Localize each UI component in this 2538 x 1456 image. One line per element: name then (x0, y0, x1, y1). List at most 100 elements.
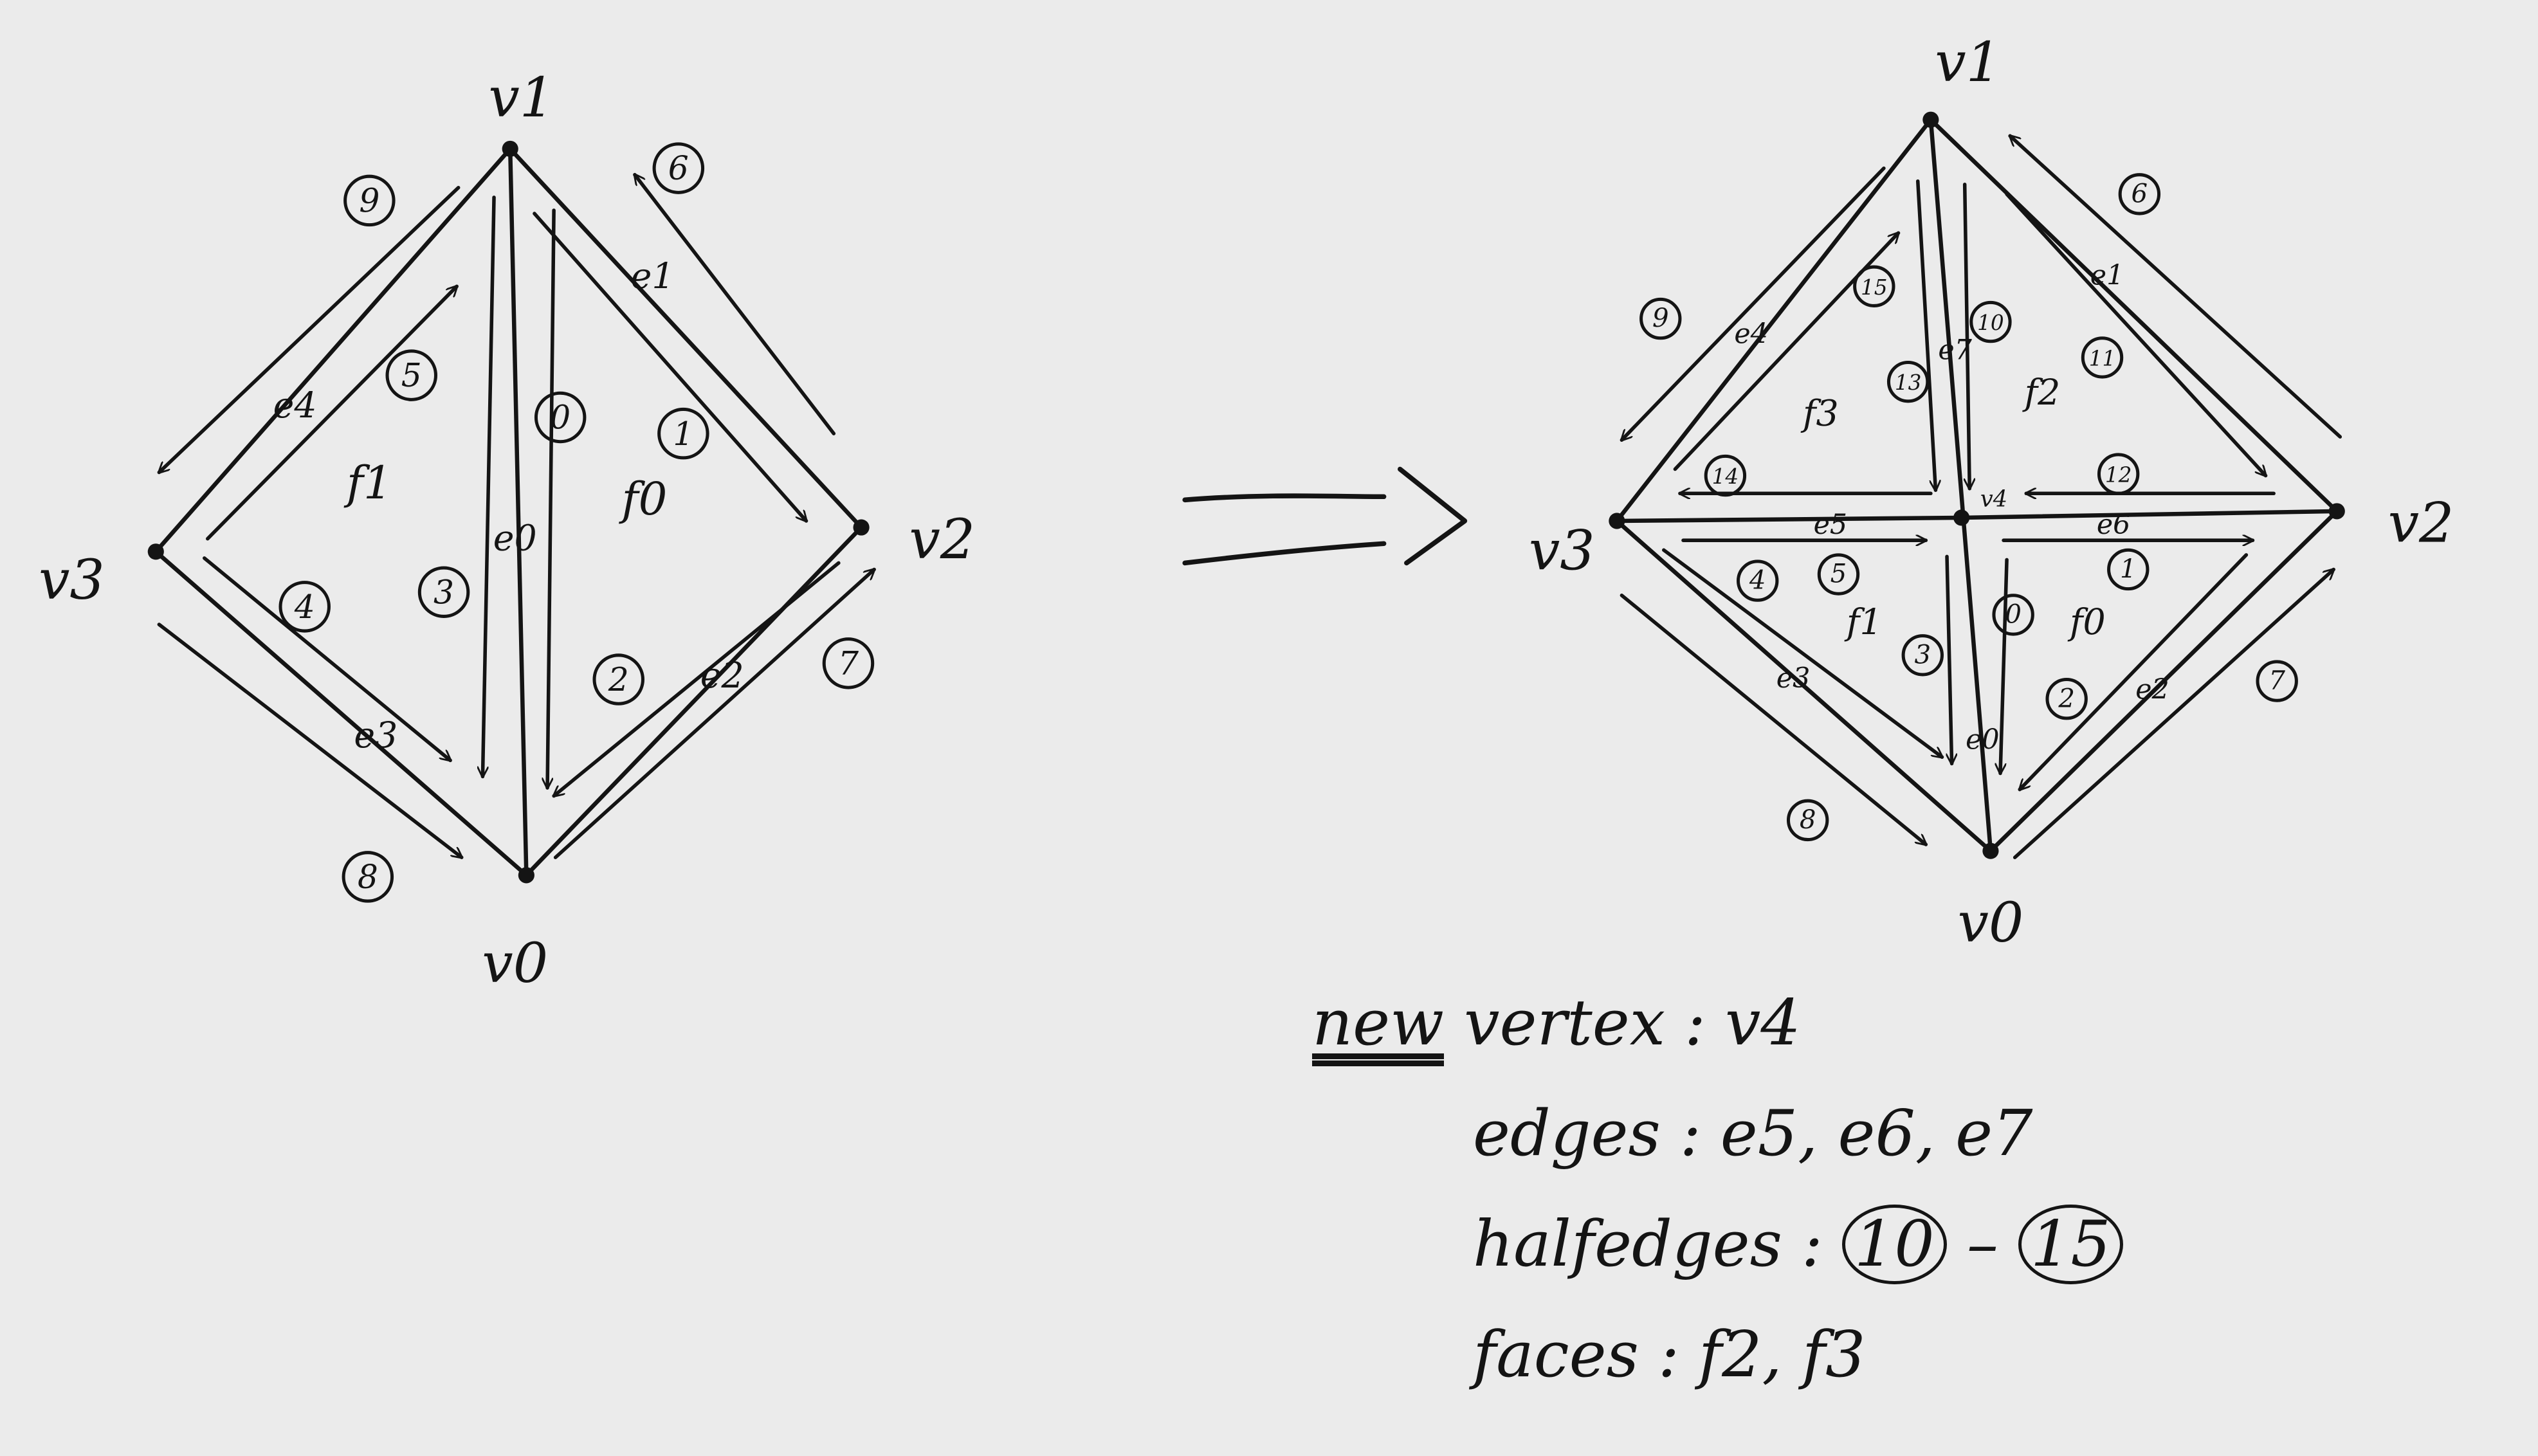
halfedge-number: 7 (2269, 666, 2285, 696)
vertex-dot (502, 140, 518, 158)
halfedge-number: 12 (2105, 463, 2132, 487)
halfedge-circle (1704, 454, 1747, 497)
halfedge-circle (1901, 634, 1944, 677)
vertex-label: v0 (1958, 891, 2024, 955)
vertex-dot (1953, 509, 1970, 526)
halfedge-arrow (206, 286, 457, 541)
mesh-edge (507, 147, 529, 878)
halfedge-number: 9 (1652, 304, 1669, 333)
transition-line-top (1182, 493, 1387, 503)
halfedge-arrow (635, 175, 836, 435)
edge-label: e2 (700, 655, 744, 696)
halfedge-number: 5 (401, 356, 422, 394)
halfedge-circle (2107, 548, 2150, 591)
halfedge-number: 10 (1977, 311, 2004, 335)
halfedges-from: 10 (1841, 1205, 1947, 1284)
vertex-label: vertex (1464, 987, 1666, 1060)
halfedge-number: 2 (608, 660, 629, 698)
halfedge-circle (1992, 594, 2034, 636)
mesh-edge (1614, 518, 1993, 853)
vertex-label: v0 (482, 932, 548, 996)
vertex-label: v2 (909, 508, 975, 572)
halfedge-circle (1853, 265, 1895, 307)
halfedge-arrow (1915, 179, 1936, 492)
vertex-value: v4 (1725, 987, 1801, 1060)
halfedge-number: 3 (434, 573, 454, 611)
halfedge-number: 5 (1830, 560, 1847, 589)
vertex-label: v1 (1935, 31, 2001, 95)
edge-label: e4 (1734, 318, 1767, 350)
halfedge-circle (652, 142, 705, 194)
halfedge-number: 1 (673, 415, 693, 453)
vertex-label: v4 (1980, 486, 2007, 512)
faces-label: faces (1473, 1318, 1639, 1392)
face-label: f2 (2022, 372, 2061, 414)
halfedge-circle (2256, 660, 2298, 702)
separator: : (1679, 1097, 1701, 1170)
face-label: f1 (1844, 602, 1883, 643)
mesh-edge (1614, 515, 1964, 523)
halfedge-arrow (1620, 593, 1926, 844)
separator: : (1657, 1318, 1679, 1392)
halfedge-number: 6 (668, 149, 689, 187)
vertex-label: v3 (1529, 519, 1595, 583)
halfedge-circle (2081, 336, 2124, 379)
vertex-dot (1982, 842, 1999, 859)
transition-line-bottom (1182, 541, 1387, 566)
edge-label: e0 (493, 518, 537, 559)
halfedge-number: 0 (2005, 599, 2022, 629)
halfedge-circle (1886, 360, 1930, 403)
halfedge-number: 13 (1895, 370, 1922, 395)
halfedge-arrow (157, 623, 461, 857)
halfedge-arrow (2020, 553, 2249, 790)
halfedge-number: 2 (2058, 684, 2075, 713)
mesh-edge (1928, 117, 1993, 853)
faces-value: f2, f3 (1698, 1318, 1866, 1392)
vertex-dot (147, 543, 164, 560)
halfedge-circle (534, 391, 587, 444)
face-label: f3 (1800, 394, 1839, 435)
halfedge-arrow (554, 561, 841, 796)
halfedge-circle (2045, 678, 2088, 720)
halfedge-number: 15 (1861, 275, 1888, 300)
halfedge-number: 3 (1914, 640, 1931, 669)
halfedge-circle (2118, 173, 2161, 215)
halfedge-arrow (159, 186, 461, 473)
halfedge-arrow (2013, 569, 2334, 860)
halfedge-circle (417, 566, 470, 618)
halfedge-number: 11 (2089, 347, 2116, 371)
halfedge-arrow (202, 556, 450, 760)
halfedge-circle (278, 581, 331, 633)
halfedge-circle (657, 407, 709, 460)
halfedge-number: 7 (838, 644, 859, 682)
transition-arrow (1182, 466, 1468, 566)
transition-arrow-head (1397, 466, 1468, 566)
halfedge-arrow (533, 212, 807, 521)
new-word: new (1312, 987, 1444, 1060)
edge-label: e5 (1814, 509, 1848, 541)
edge-label: e0 (1966, 724, 1999, 756)
halfedges-to: 15 (2018, 1205, 2123, 1284)
halfedge-number: 1 (2120, 554, 2137, 584)
mesh-edge (507, 147, 864, 530)
edges-value: e5, e6, e7 (1720, 1097, 2033, 1170)
mesh-edge (154, 147, 513, 554)
halfedge-arrow (2010, 136, 2342, 439)
face-label: f0 (619, 473, 668, 525)
edge-label: e4 (273, 385, 317, 426)
halfedge-number: 0 (550, 399, 571, 437)
halfedge-number: 4 (294, 588, 315, 626)
mesh-edge (1928, 117, 2339, 514)
halfedge-circle (1736, 560, 1779, 602)
edge-label: e1 (2090, 260, 2124, 292)
edge-label: e3 (1776, 662, 1811, 695)
halfedges-dash: – (1966, 1208, 1998, 1281)
halfedge-arrow (553, 569, 875, 860)
halfedge-number: 6 (2132, 179, 2148, 208)
edge-label: e7 (1938, 334, 1972, 366)
halfedge-number: 4 (1749, 566, 1766, 596)
edge-label: e6 (2097, 509, 2130, 541)
